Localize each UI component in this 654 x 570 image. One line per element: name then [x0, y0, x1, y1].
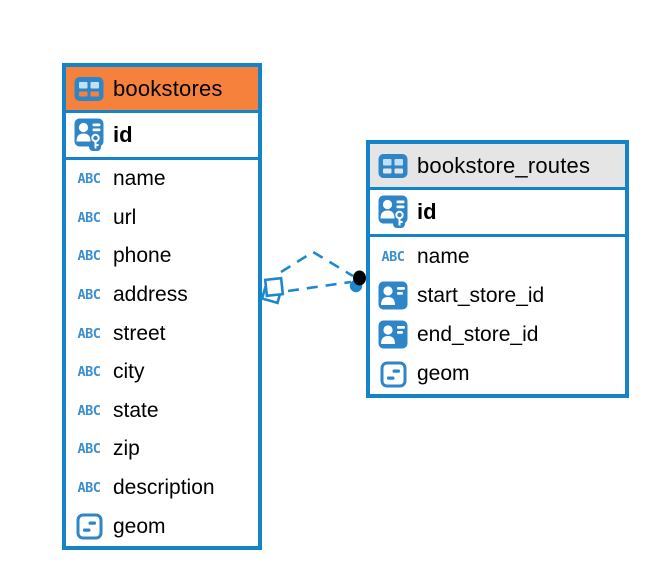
column-row[interactable]: ABC name	[370, 237, 625, 276]
column-name: name	[417, 244, 470, 268]
relationship-line-upper[interactable]	[280, 250, 354, 278]
column-row[interactable]: geom	[66, 507, 258, 546]
column-row-pk[interactable]: id	[66, 113, 258, 160]
column-row[interactable]: end_store_id	[370, 315, 625, 354]
column-name: geom	[417, 362, 470, 386]
column-name: zip	[113, 437, 140, 461]
column-name: state	[113, 398, 159, 422]
text-type-icon: ABC	[77, 248, 101, 265]
table-title: bookstore_routes	[417, 152, 591, 178]
column-name: address	[113, 283, 188, 307]
text-type-icon: ABC	[77, 364, 101, 381]
column-row[interactable]: geom	[370, 355, 625, 394]
column-name: description	[113, 476, 215, 500]
geometry-type-icon	[76, 513, 102, 540]
text-type-icon: ABC	[77, 171, 101, 188]
column-name: city	[113, 360, 145, 384]
column-name: phone	[113, 244, 172, 268]
geometry-type-icon	[380, 361, 406, 388]
column-name: url	[113, 205, 137, 229]
table-icon	[74, 76, 104, 101]
column-row[interactable]: ABC zip	[66, 430, 258, 469]
relationship-line-lower[interactable]	[287, 280, 352, 293]
table-icon	[378, 153, 408, 178]
column-name: end_store_id	[417, 322, 539, 346]
text-type-icon: ABC	[77, 480, 101, 497]
text-type-icon: ABC	[77, 287, 101, 304]
column-name: street	[113, 321, 166, 345]
text-type-icon: ABC	[77, 209, 101, 226]
table-header-bookstores[interactable]: bookstores	[66, 67, 258, 113]
column-row[interactable]: ABC url	[66, 199, 258, 238]
columns-list: ABC name ABC url ABC phone ABC address A…	[66, 160, 258, 546]
entity-table-bookstores[interactable]: bookstores id ABC name ABC url ABC	[62, 63, 262, 550]
column-row[interactable]: ABC city	[66, 353, 258, 392]
column-row[interactable]: ABC state	[66, 392, 258, 431]
column-row[interactable]: ABC description	[66, 469, 258, 508]
entity-table-bookstore-routes[interactable]: bookstore_routes id ABC name	[366, 140, 629, 398]
column-name: geom	[113, 514, 166, 538]
column-name: id	[113, 122, 133, 147]
primary-key-icon	[378, 195, 408, 228]
column-row[interactable]: ABC name	[66, 160, 258, 199]
relationship-endpoint-marker[interactable]	[349, 270, 366, 293]
text-type-icon: ABC	[381, 248, 405, 265]
relationship-diamond-marker[interactable]	[260, 276, 285, 305]
foreign-key-person-icon	[378, 320, 408, 349]
column-row[interactable]: start_store_id	[370, 276, 625, 315]
text-type-icon: ABC	[77, 441, 101, 458]
column-row[interactable]: ABC phone	[66, 237, 258, 276]
columns-list: ABC name start_store_id end_store_id	[370, 237, 625, 394]
table-title: bookstores	[113, 75, 223, 101]
column-row[interactable]: ABC street	[66, 314, 258, 353]
column-row[interactable]: ABC address	[66, 276, 258, 315]
column-name: start_store_id	[417, 283, 545, 307]
text-type-icon: ABC	[77, 402, 101, 419]
table-header-bookstore-routes[interactable]: bookstore_routes	[370, 144, 625, 190]
foreign-key-person-icon	[378, 281, 408, 310]
column-name: name	[113, 167, 166, 191]
text-type-icon: ABC	[77, 325, 101, 342]
column-name: id	[417, 199, 437, 224]
column-row-pk[interactable]: id	[370, 190, 625, 237]
primary-key-icon	[74, 118, 104, 151]
